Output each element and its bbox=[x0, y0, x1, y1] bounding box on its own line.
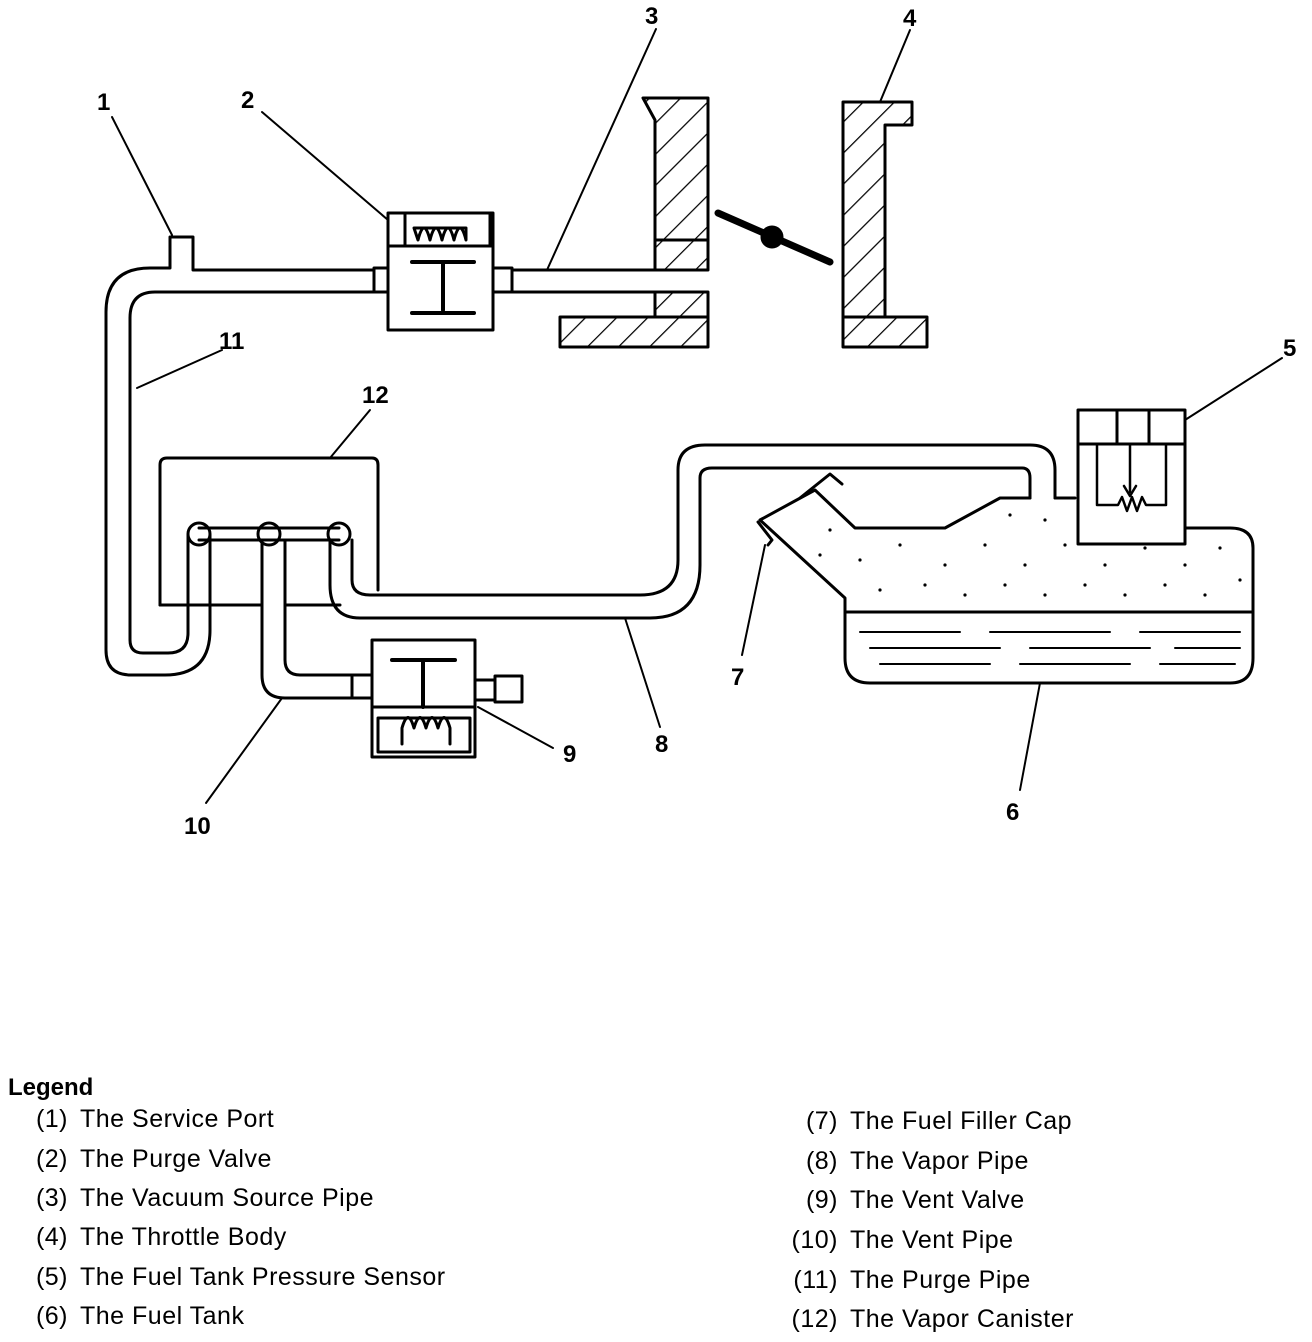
callout-11: 11 bbox=[219, 328, 244, 355]
legend-number: (10) bbox=[791, 1226, 838, 1254]
purge-valve bbox=[372, 211, 514, 332]
callout-4: 4 bbox=[903, 5, 917, 32]
legend-number: (1) bbox=[35, 1105, 68, 1133]
throttle-shaft bbox=[760, 225, 784, 249]
legend-label: The Fuel Filler Cap bbox=[850, 1107, 1073, 1135]
legend-label: The Purge Pipe bbox=[850, 1266, 1031, 1294]
legend-label: The Service Port bbox=[80, 1105, 275, 1133]
callout-5: 5 bbox=[1283, 335, 1296, 362]
callout-10: 10 bbox=[184, 813, 211, 840]
legend-item: (7) The Fuel Filler Cap bbox=[782, 1107, 1072, 1136]
callout-8: 8 bbox=[655, 731, 668, 758]
legend-item: (11) The Purge Pipe bbox=[782, 1266, 1031, 1295]
legend-label: The Purge Valve bbox=[80, 1145, 272, 1173]
legend-number: (12) bbox=[791, 1305, 838, 1333]
legend-item: (6) The Fuel Tank bbox=[30, 1302, 244, 1331]
legend-label: The Throttle Body bbox=[80, 1223, 287, 1251]
legend-label: The Fuel Tank bbox=[80, 1302, 245, 1330]
callout-12: 12 bbox=[362, 382, 389, 409]
legend-item: (4) The Throttle Body bbox=[30, 1223, 287, 1252]
fuel-tank-pressure-sensor bbox=[1076, 408, 1187, 546]
legend-item: (9) The Vent Valve bbox=[782, 1186, 1025, 1215]
evap-system-diagram: 1 2 3 4 5 6 7 8 9 10 11 12 bbox=[97, 3, 1296, 840]
callout-7: 7 bbox=[731, 664, 744, 691]
purge-pipe bbox=[104, 235, 376, 677]
legend-item: (5) The Fuel Tank Pressure Sensor bbox=[30, 1263, 446, 1292]
legend-number: (4) bbox=[35, 1223, 68, 1251]
fuel-tank bbox=[758, 488, 1255, 685]
legend-label: The Vent Pipe bbox=[850, 1226, 1014, 1254]
legend-item: (1) The Service Port bbox=[30, 1105, 274, 1134]
vacuum-source-pipe bbox=[510, 268, 657, 294]
callout-3: 3 bbox=[645, 3, 658, 30]
vapor-canister bbox=[158, 456, 380, 607]
vapor-pipe bbox=[328, 443, 1057, 620]
legend-number: (3) bbox=[35, 1184, 68, 1212]
legend-label: The Fuel Tank Pressure Sensor bbox=[80, 1263, 446, 1291]
legend-number: (11) bbox=[793, 1266, 838, 1294]
fuel-filler-cap bbox=[756, 472, 844, 547]
leader-lines bbox=[111, 28, 1283, 804]
legend-title: Legend bbox=[8, 1074, 94, 1101]
legend-number: (8) bbox=[805, 1147, 838, 1175]
legend-number: (2) bbox=[35, 1145, 68, 1173]
callout-numbers: 1 2 3 4 5 6 7 8 9 10 11 12 bbox=[97, 3, 1296, 840]
callout-2: 2 bbox=[241, 87, 254, 114]
legend-item: (10) The Vent Pipe bbox=[782, 1226, 1014, 1255]
legend-number: (5) bbox=[35, 1263, 68, 1291]
legend-label: The Vent Valve bbox=[850, 1186, 1025, 1214]
callout-9: 9 bbox=[563, 741, 576, 768]
throttle-body bbox=[558, 96, 929, 349]
legend-item: (3) The Vacuum Source Pipe bbox=[30, 1184, 374, 1213]
legend-item: (2) The Purge Valve bbox=[30, 1145, 272, 1174]
callout-1: 1 bbox=[97, 89, 110, 116]
legend-item: (12) The Vapor Canister bbox=[782, 1305, 1074, 1334]
legend-number: (9) bbox=[805, 1186, 838, 1214]
vent-valve bbox=[350, 638, 524, 759]
legend-number: (7) bbox=[805, 1107, 838, 1135]
legend-number: (6) bbox=[35, 1302, 68, 1330]
legend-label: The Vapor Canister bbox=[850, 1305, 1074, 1333]
vent-pipe bbox=[260, 538, 354, 700]
legend-label: The Vacuum Source Pipe bbox=[80, 1184, 375, 1212]
callout-6: 6 bbox=[1006, 799, 1019, 826]
legend-item: (8) The Vapor Pipe bbox=[782, 1147, 1029, 1176]
legend-label: The Vapor Pipe bbox=[850, 1147, 1029, 1175]
